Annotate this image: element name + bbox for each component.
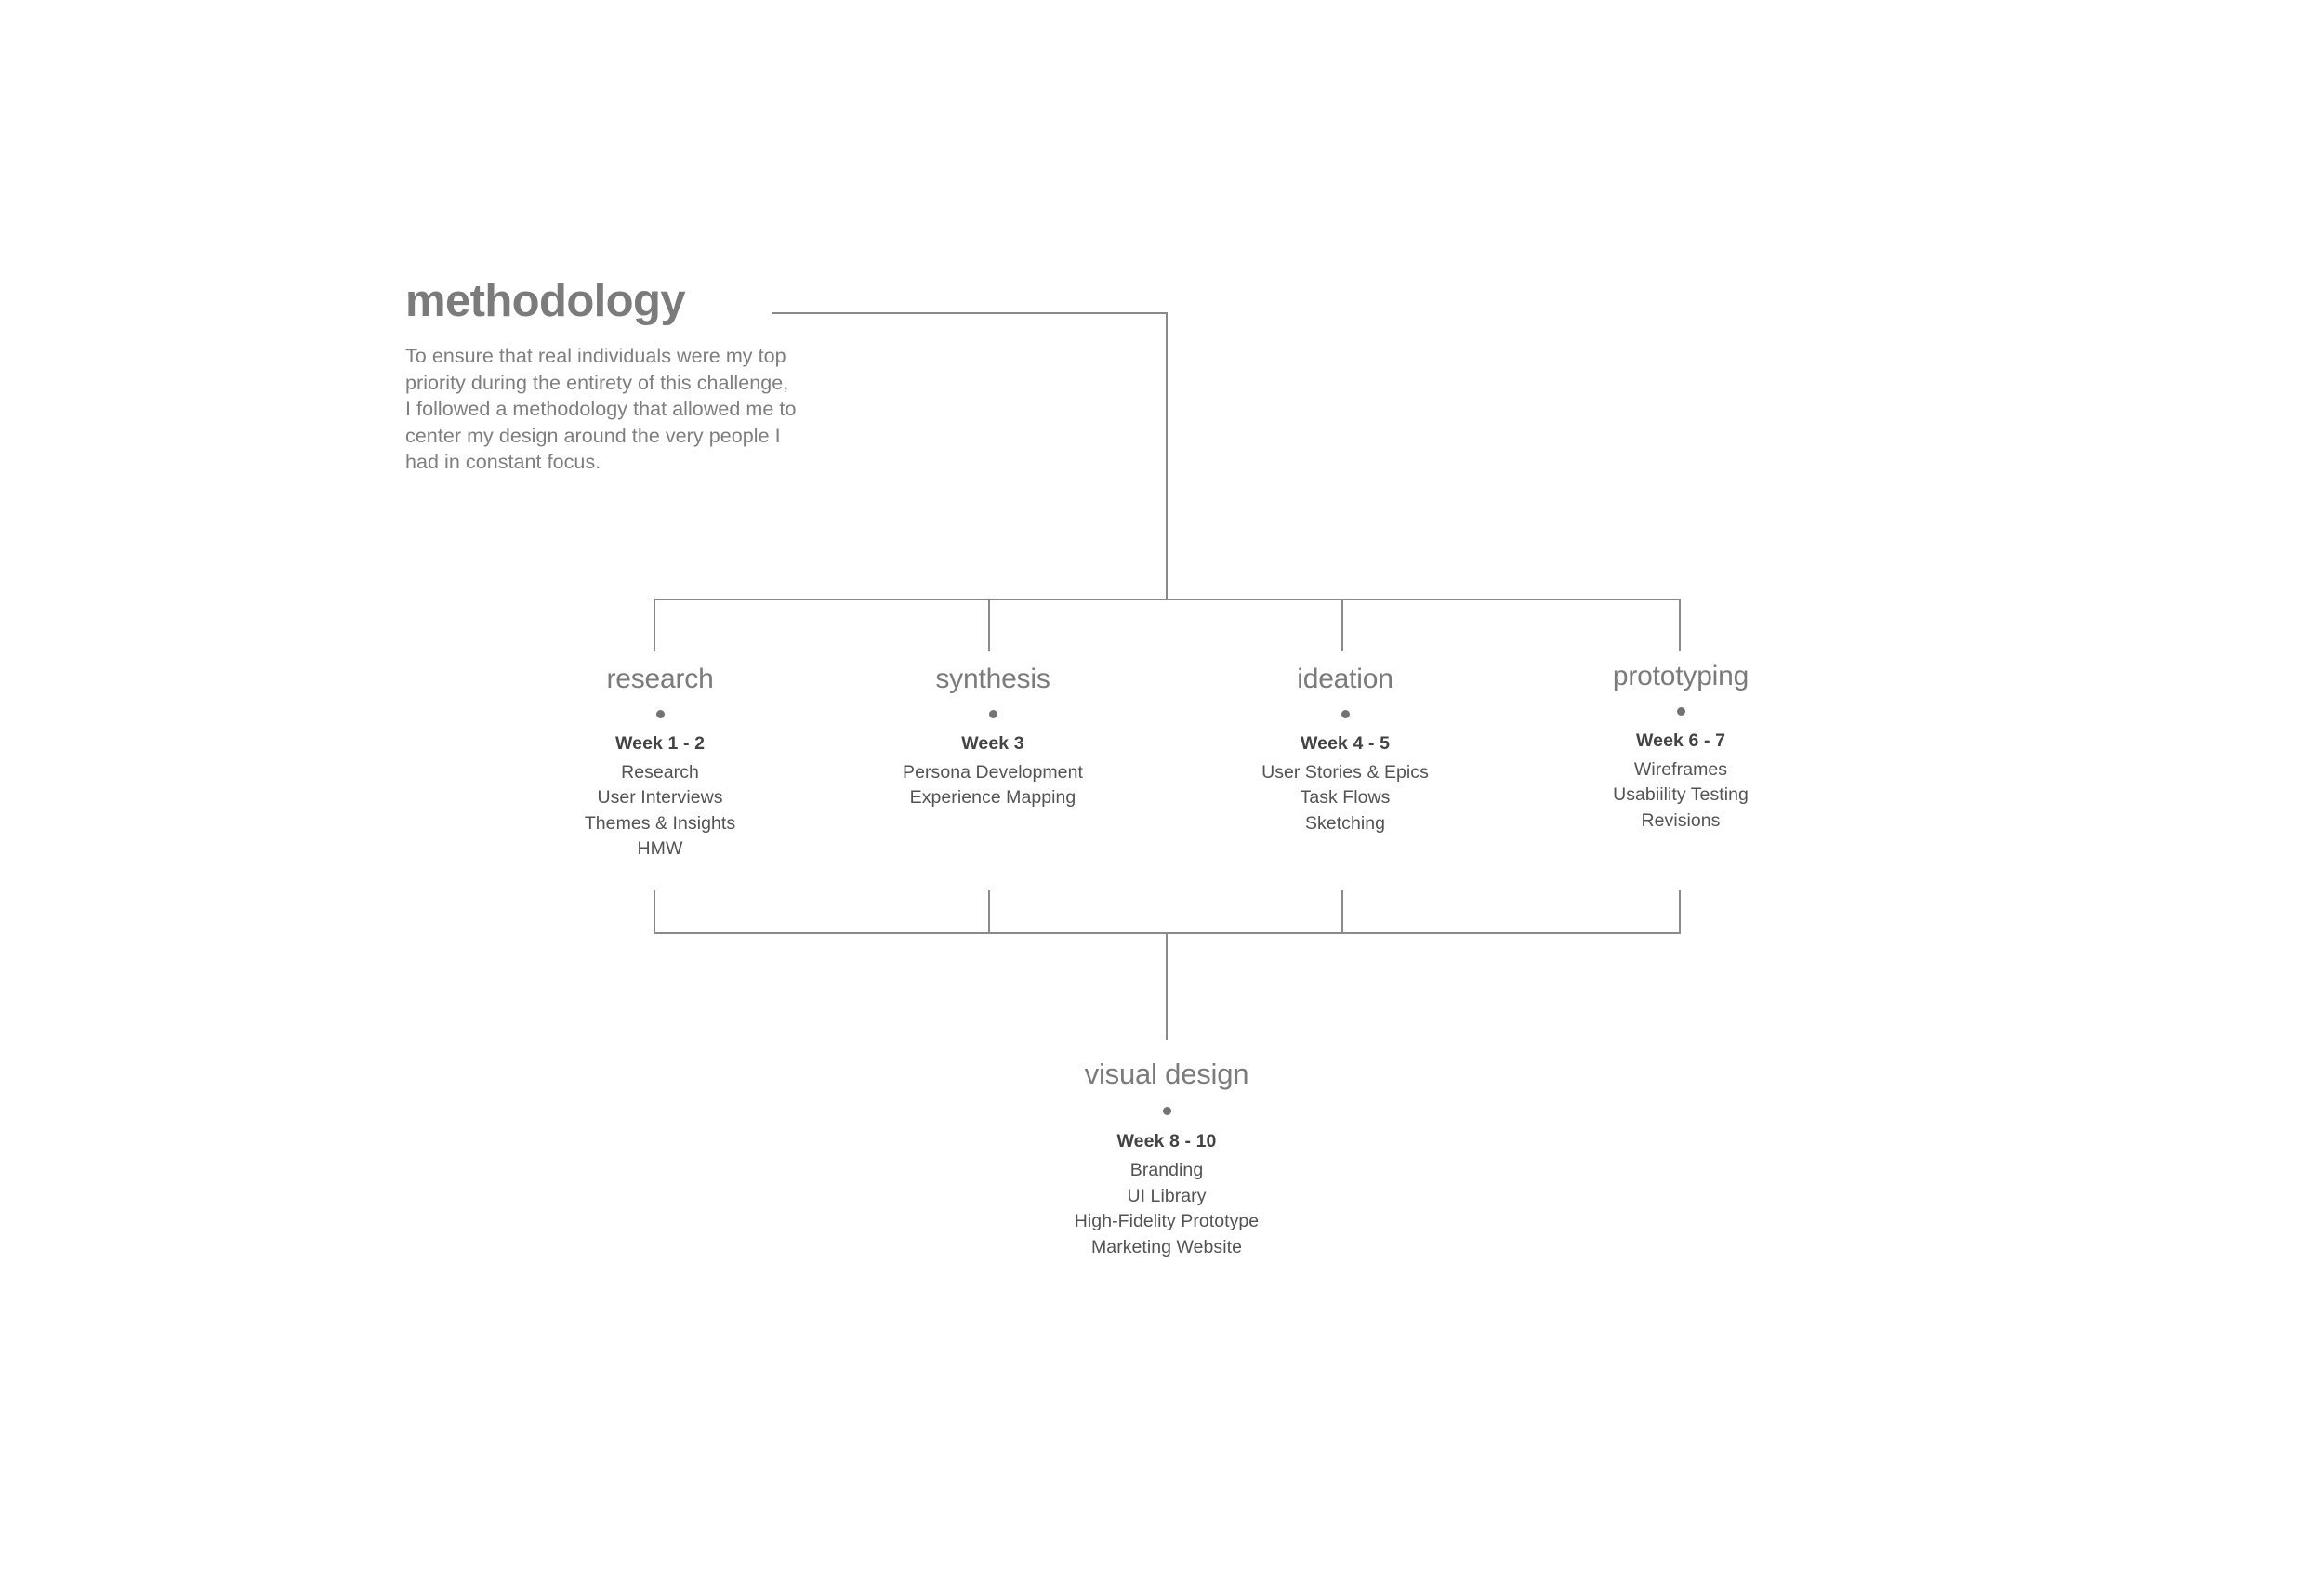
- list-item: Experience Mapping: [909, 787, 1076, 809]
- phase-week-research: Week 1 - 2: [614, 732, 706, 754]
- phase-research[interactable]: research Week 1 - 2 Research User Interv…: [465, 664, 855, 862]
- list-item: User Stories & Epics: [1261, 762, 1429, 783]
- list-item: Research: [621, 762, 699, 783]
- connector-upper-riser-research: [654, 599, 655, 651]
- connector-title-vertical: [1166, 312, 1168, 599]
- list-item: Sketching: [1304, 812, 1386, 834]
- phase-week-ideation: Week 4 - 5: [1300, 732, 1391, 754]
- phase-title-research: research: [606, 664, 714, 694]
- phase-title-ideation: ideation: [1297, 664, 1393, 694]
- phase-items-synthesis: Persona Development Experience Mapping: [798, 760, 1188, 811]
- list-item: Usabiility Testing: [1613, 784, 1749, 806]
- connector-lower-riser-prototyping: [1679, 890, 1681, 933]
- connector-lower-riser-ideation: [1341, 890, 1343, 933]
- intro-paragraph: To ensure that real individuals were my …: [405, 345, 797, 474]
- phase-dot-icon: [1340, 709, 1350, 718]
- connector-upper-bar: [654, 599, 1681, 600]
- connector-final-stem: [1166, 932, 1168, 1040]
- list-item: HMW: [637, 838, 683, 860]
- list-item: Persona Development: [903, 762, 1083, 783]
- phase-items-ideation: User Stories & Epics Task Flows Sketchin…: [1150, 760, 1540, 836]
- phase-title-prototyping: prototyping: [1612, 661, 1750, 691]
- connector-lower-riser-synthesis: [988, 890, 990, 933]
- phase-dot-icon: [1676, 706, 1685, 716]
- list-item: Task Flows: [1300, 787, 1391, 809]
- phase-visual-design[interactable]: visual design Week 8 - 10 Branding UI Li…: [971, 1059, 1362, 1260]
- phase-dot-icon: [655, 709, 665, 718]
- phase-items-visual-design: Branding UI Library High-Fidelity Protot…: [971, 1158, 1362, 1260]
- list-item: Branding: [1129, 1160, 1204, 1181]
- phase-synthesis[interactable]: synthesis Week 3 Persona Development Exp…: [798, 664, 1188, 811]
- phase-week-visual-design: Week 8 - 10: [1116, 1130, 1217, 1151]
- list-item: Themes & Insights: [584, 812, 736, 834]
- phase-dot-icon: [1162, 1106, 1171, 1115]
- list-item: Revisions: [1641, 809, 1721, 831]
- intro-block: methodology To ensure that real individu…: [405, 279, 926, 476]
- list-item: Marketing Website: [1091, 1236, 1242, 1257]
- phase-week-prototyping: Week 6 - 7: [1635, 730, 1726, 751]
- phase-title-synthesis: synthesis: [935, 664, 1050, 694]
- phase-items-prototyping: Wireframes Usabiility Testing Revisions: [1486, 757, 1876, 834]
- connector-upper-riser-prototyping: [1679, 599, 1681, 651]
- list-item: High-Fidelity Prototype: [1074, 1211, 1260, 1232]
- connector-upper-riser-ideation: [1341, 599, 1343, 651]
- connector-title-horizontal: [772, 312, 1168, 314]
- connector-upper-riser-synthesis: [988, 599, 990, 651]
- phase-dot-icon: [988, 709, 997, 718]
- list-item: UI Library: [1127, 1185, 1207, 1206]
- phase-items-research: Research User Interviews Themes & Insigh…: [465, 760, 855, 862]
- phase-title-visual-design: visual design: [1084, 1058, 1249, 1090]
- phase-prototyping[interactable]: prototyping Week 6 - 7 Wireframes Usabii…: [1486, 662, 1876, 834]
- phase-week-synthesis: Week 3: [961, 732, 1024, 754]
- list-item: Wireframes: [1633, 759, 1728, 780]
- phase-ideation[interactable]: ideation Week 4 - 5 User Stories & Epics…: [1150, 664, 1540, 836]
- connector-lower-riser-research: [654, 890, 655, 933]
- page-title: methodology: [405, 276, 686, 326]
- list-item: User Interviews: [597, 787, 723, 809]
